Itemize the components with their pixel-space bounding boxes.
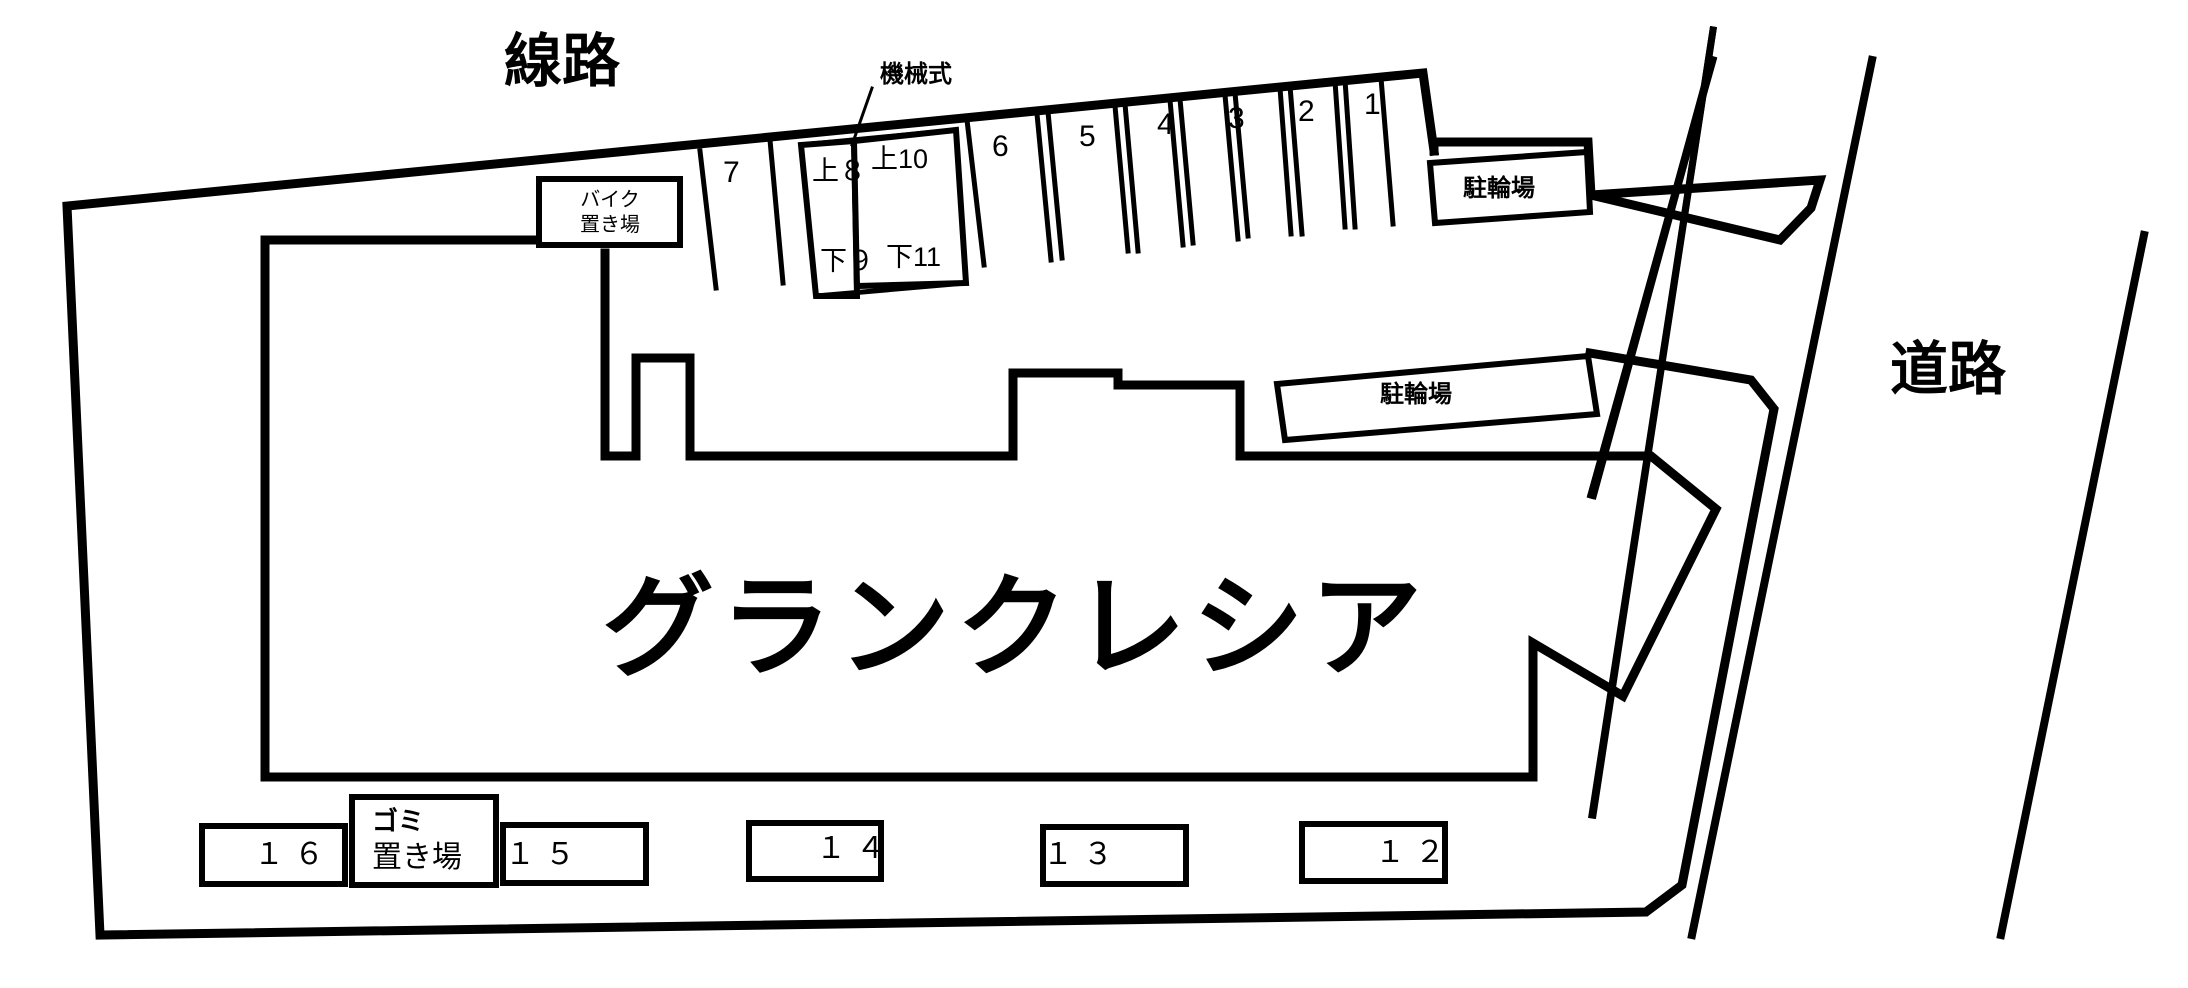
garbage-area-box bbox=[349, 794, 499, 888]
stall-2[interactable]: 2 bbox=[1298, 95, 1315, 128]
stall-12-box bbox=[1299, 821, 1448, 884]
mechanical-callout-line bbox=[850, 86, 874, 147]
stall-8-upper[interactable]: 上８ bbox=[812, 156, 866, 186]
stall-16-box bbox=[199, 823, 348, 887]
railway-label: 線路 bbox=[504, 27, 621, 95]
bicycle-parking-upper-label: 駐輪場 bbox=[1463, 174, 1535, 202]
bike-storage-label: バイク 置き場 bbox=[545, 187, 675, 237]
building-name: グランクレシア bbox=[602, 563, 1428, 693]
stall-9-lower[interactable]: 下９ bbox=[820, 246, 874, 276]
stall-4[interactable]: 4 bbox=[1157, 108, 1174, 141]
lot-boundary bbox=[62, 68, 1779, 940]
garbage-area-label-line2: 置き場 bbox=[372, 839, 462, 875]
parking-dividers bbox=[697, 75, 1396, 291]
stall-16[interactable]: １６ bbox=[254, 838, 334, 871]
bike-storage-box bbox=[536, 176, 683, 248]
stall-7[interactable]: 7 bbox=[723, 156, 740, 189]
bicycle-parking-lower-label: 駐輪場 bbox=[1380, 380, 1452, 408]
stall-1[interactable]: 1 bbox=[1364, 88, 1381, 121]
stall-5[interactable]: 5 bbox=[1079, 120, 1096, 153]
stall-3[interactable]: 3 bbox=[1228, 102, 1245, 135]
stall-14[interactable]: １４ bbox=[816, 832, 896, 865]
road-west-main bbox=[1687, 55, 1877, 940]
stall-13-box bbox=[1040, 824, 1189, 887]
garbage-area-label: ゴミ 置き場 bbox=[372, 806, 462, 876]
building-outline bbox=[260, 235, 1722, 782]
stall-10-upper[interactable]: 上10 bbox=[871, 144, 929, 174]
bicycle-parking-upper-box bbox=[1426, 148, 1594, 227]
mechanical-parking-border bbox=[798, 127, 969, 299]
stall-12[interactable]: １２ bbox=[1375, 836, 1455, 869]
bike-storage-label-line2: 置き場 bbox=[580, 212, 640, 236]
stall-14-box bbox=[746, 820, 884, 882]
stall-15-box bbox=[500, 822, 649, 886]
road-left-line bbox=[1588, 55, 1717, 500]
stall-11-lower[interactable]: 下11 bbox=[886, 242, 942, 272]
road-label: 道路 bbox=[1890, 335, 2007, 403]
mechanical-parking-note: 機械式 bbox=[880, 60, 952, 88]
garbage-area-label-line1: ゴミ bbox=[372, 807, 425, 837]
bicycle-parking-lower-box bbox=[1273, 352, 1601, 444]
bike-storage-label-line1: バイク bbox=[580, 187, 640, 211]
road-east-main bbox=[1996, 230, 2149, 940]
stall-13[interactable]: １３ bbox=[1043, 838, 1123, 871]
east-spur bbox=[1585, 175, 1827, 245]
stall-15[interactable]: １５ bbox=[505, 838, 585, 871]
road-edge-west-lower bbox=[1588, 26, 1717, 819]
stall-6[interactable]: 6 bbox=[992, 130, 1009, 163]
